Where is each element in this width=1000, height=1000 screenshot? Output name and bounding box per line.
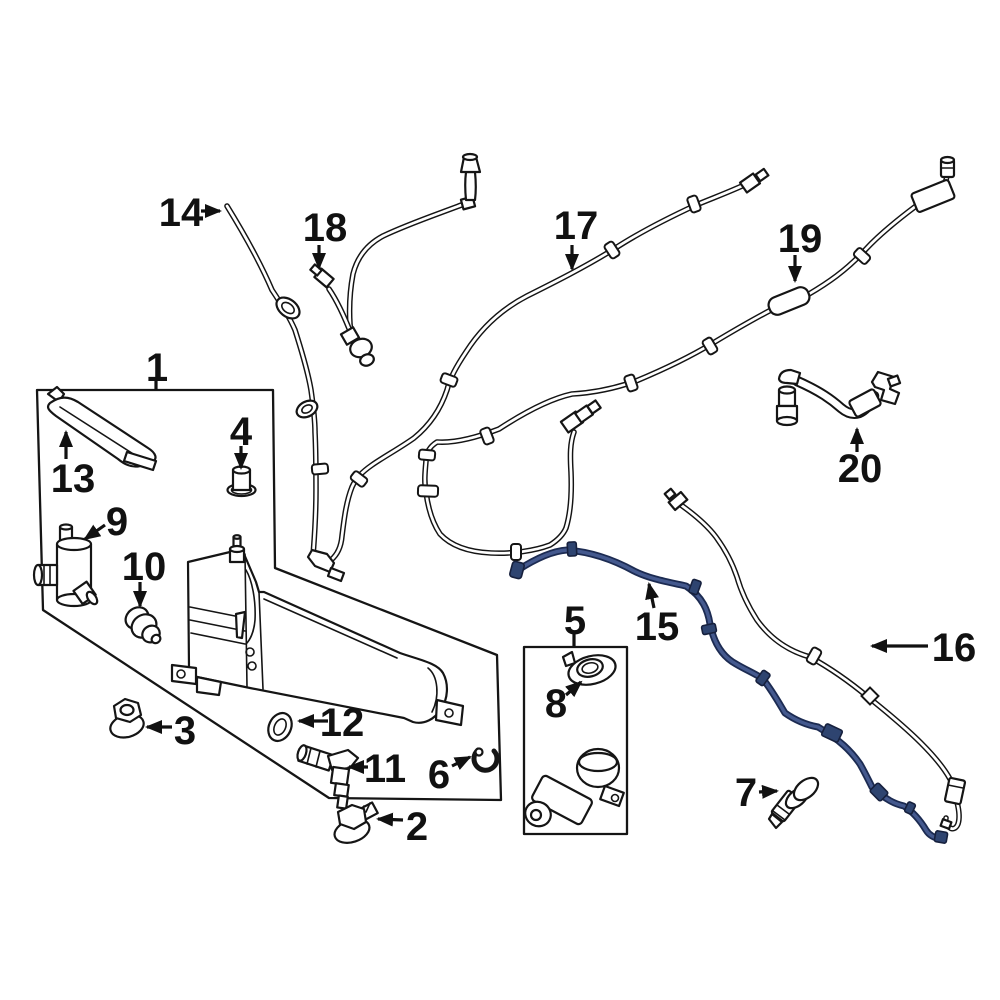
kit-pump — [524, 747, 625, 828]
hose-16 — [678, 502, 962, 832]
hose-15-clips — [509, 541, 949, 844]
callout-number-1: 1 — [146, 346, 168, 390]
callout-number-16: 16 — [932, 626, 977, 670]
callout-number-10: 10 — [122, 545, 167, 589]
callout-number-7: 7 — [735, 771, 757, 815]
hose-18-joint — [339, 326, 375, 367]
part-10-grommet — [124, 606, 162, 645]
callout-arrow-2 — [376, 812, 404, 827]
hose-17 — [328, 176, 760, 563]
part-11-connector — [296, 744, 360, 810]
callout-number-11: 11 — [364, 747, 406, 791]
hose-16-start-fitting — [663, 487, 689, 512]
callout-number-18: 18 — [303, 206, 348, 250]
part-20-hose — [775, 368, 902, 427]
callout-number-12: 12 — [320, 701, 365, 745]
callout-number-19: 19 — [778, 217, 823, 261]
funnel-mark — [234, 610, 247, 640]
part-4-cap — [226, 465, 257, 498]
hose-17-nozzle-fitting — [738, 167, 770, 194]
callout-number-14: 14 — [159, 191, 204, 235]
callout-number-2: 2 — [406, 805, 428, 849]
callout-arrow-8 — [564, 680, 583, 698]
part-20-left-connector — [775, 368, 802, 427]
part-6-clip — [471, 747, 500, 773]
hose-clips — [275, 194, 880, 706]
callout-number-8: 8 — [545, 682, 567, 726]
mount-tab-right — [434, 698, 465, 727]
part-9-washer-pump — [32, 523, 99, 608]
hose-19-sleeve — [767, 286, 811, 316]
hose-19-barb-fitting — [559, 399, 602, 434]
part-7-push-pin — [767, 776, 820, 830]
callout-number-17: 17 — [554, 204, 599, 248]
part-13-bracket — [46, 385, 158, 472]
pump-outlet-nipple — [72, 580, 99, 606]
callout-number-9: 9 — [106, 500, 128, 544]
callout-number-20: 20 — [838, 447, 883, 491]
callout-arrow-7 — [758, 784, 779, 799]
callout-arrow-6 — [451, 755, 472, 770]
washer-jet-nozzle-18 — [459, 152, 482, 211]
pump-side-fitting — [32, 563, 59, 587]
group-box-5 — [522, 645, 629, 836]
callout-number-13: 13 — [51, 457, 96, 501]
callout-arrow-15 — [645, 582, 659, 609]
hose-14 — [224, 203, 319, 559]
hose-19-sleeve-upper — [910, 179, 956, 213]
filler-neck-cap — [228, 534, 246, 564]
hose-15-highlighted — [509, 541, 949, 844]
hose-18-upper-fitting — [309, 263, 335, 289]
part-2-bolt — [333, 801, 379, 844]
callout-arrow-9 — [83, 523, 106, 541]
part-12-seal — [267, 711, 293, 743]
hose-18 — [326, 201, 467, 345]
part-8-seal-grommet — [561, 650, 617, 686]
callout-number-3: 3 — [174, 709, 196, 753]
callout-number-4: 4 — [230, 410, 253, 454]
hose-16-end-connector — [939, 776, 967, 830]
part-20-right-connector — [848, 370, 902, 418]
grommet-ring — [275, 296, 301, 320]
callout-number-15: 15 — [635, 605, 680, 649]
group-box-1 — [35, 388, 503, 802]
hose-14-end-fitting — [306, 548, 346, 583]
callout-number-5: 5 — [564, 599, 586, 643]
callout-number-6: 6 — [428, 753, 450, 797]
reservoir-foot — [195, 675, 223, 697]
reservoir-body — [186, 550, 448, 724]
part-3-nut — [109, 697, 145, 739]
hose-19-plug — [939, 155, 956, 179]
pigtail-loop — [295, 399, 319, 419]
washer-reservoir — [170, 534, 465, 727]
mount-tab-left — [170, 663, 198, 686]
